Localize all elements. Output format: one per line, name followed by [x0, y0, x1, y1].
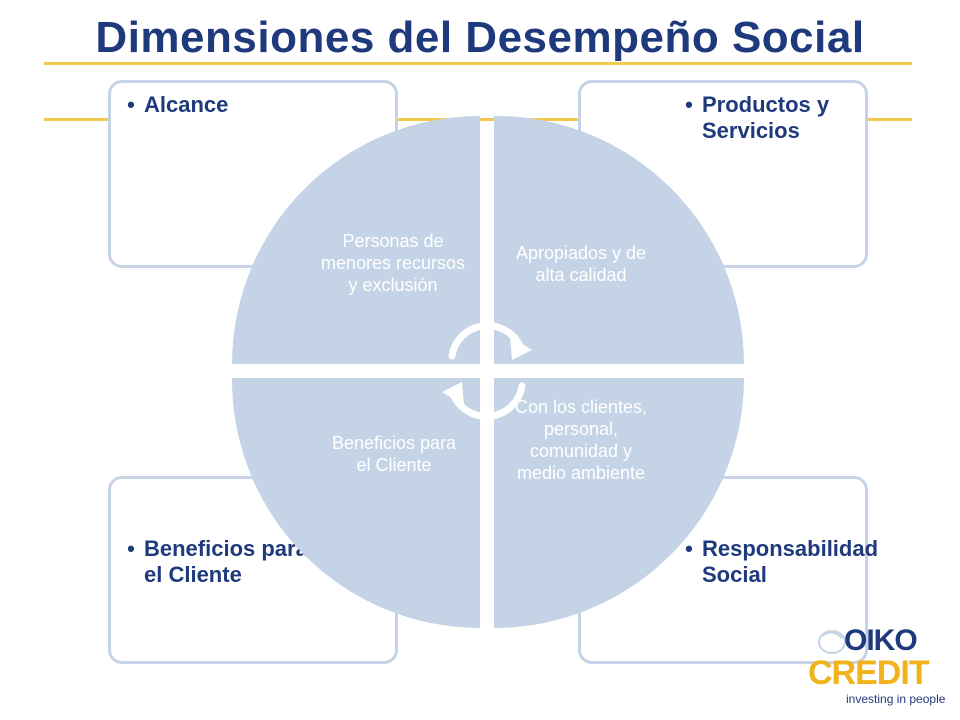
label-alcance-text: Alcance [144, 92, 229, 117]
logo-tagline: investing in people [846, 692, 946, 706]
pie-quadrant-bottom-left [231, 378, 480, 628]
label-beneficios-cliente: • Beneficios para el Cliente [118, 536, 324, 588]
cycle-arrowheads-icon [442, 336, 532, 406]
title-rule [44, 62, 912, 65]
oikocredit-logo: OIKO CREDIT investing in people [806, 624, 952, 710]
pie-quadrant-bottom-right [494, 378, 744, 628]
pie-text-bottom-left: Beneficios para el Cliente [331, 433, 457, 475]
pie-quadrant-top-left [232, 116, 480, 364]
oikocredit-mark-icon [818, 630, 846, 654]
bullet-icon: • [685, 536, 693, 561]
label-beneficios-cliente-text: Beneficios para el Cliente [144, 536, 308, 587]
label-alcance: • Alcance [118, 92, 344, 118]
pie-text-top-right: Apropiados y de alta calidad [515, 243, 647, 285]
pie-quadrant-top-right [494, 115, 744, 364]
logo-line2: CREDIT [808, 654, 930, 692]
pie-text-top-left: Personas de menores recursos y exclusión [320, 231, 466, 295]
label-productos-servicios-text: Productos y Servicios [702, 92, 830, 143]
bullet-icon: • [685, 92, 693, 117]
label-productos-servicios: • Productos y Servicios [676, 92, 872, 144]
pie-text-bottom-right: Con los clientes, personal, comunidad y … [514, 397, 648, 483]
page-title: Dimensiones del Desempeño Social [95, 13, 865, 62]
logo-line1: OIKO [844, 624, 918, 657]
label-responsabilidad-social-text: Responsabilidad Social [702, 536, 879, 587]
bullet-icon: • [127, 92, 135, 117]
bullet-icon: • [127, 536, 135, 561]
label-responsabilidad-social: • Responsabilidad Social [676, 536, 888, 588]
cycle-arrows-icon [448, 322, 526, 420]
